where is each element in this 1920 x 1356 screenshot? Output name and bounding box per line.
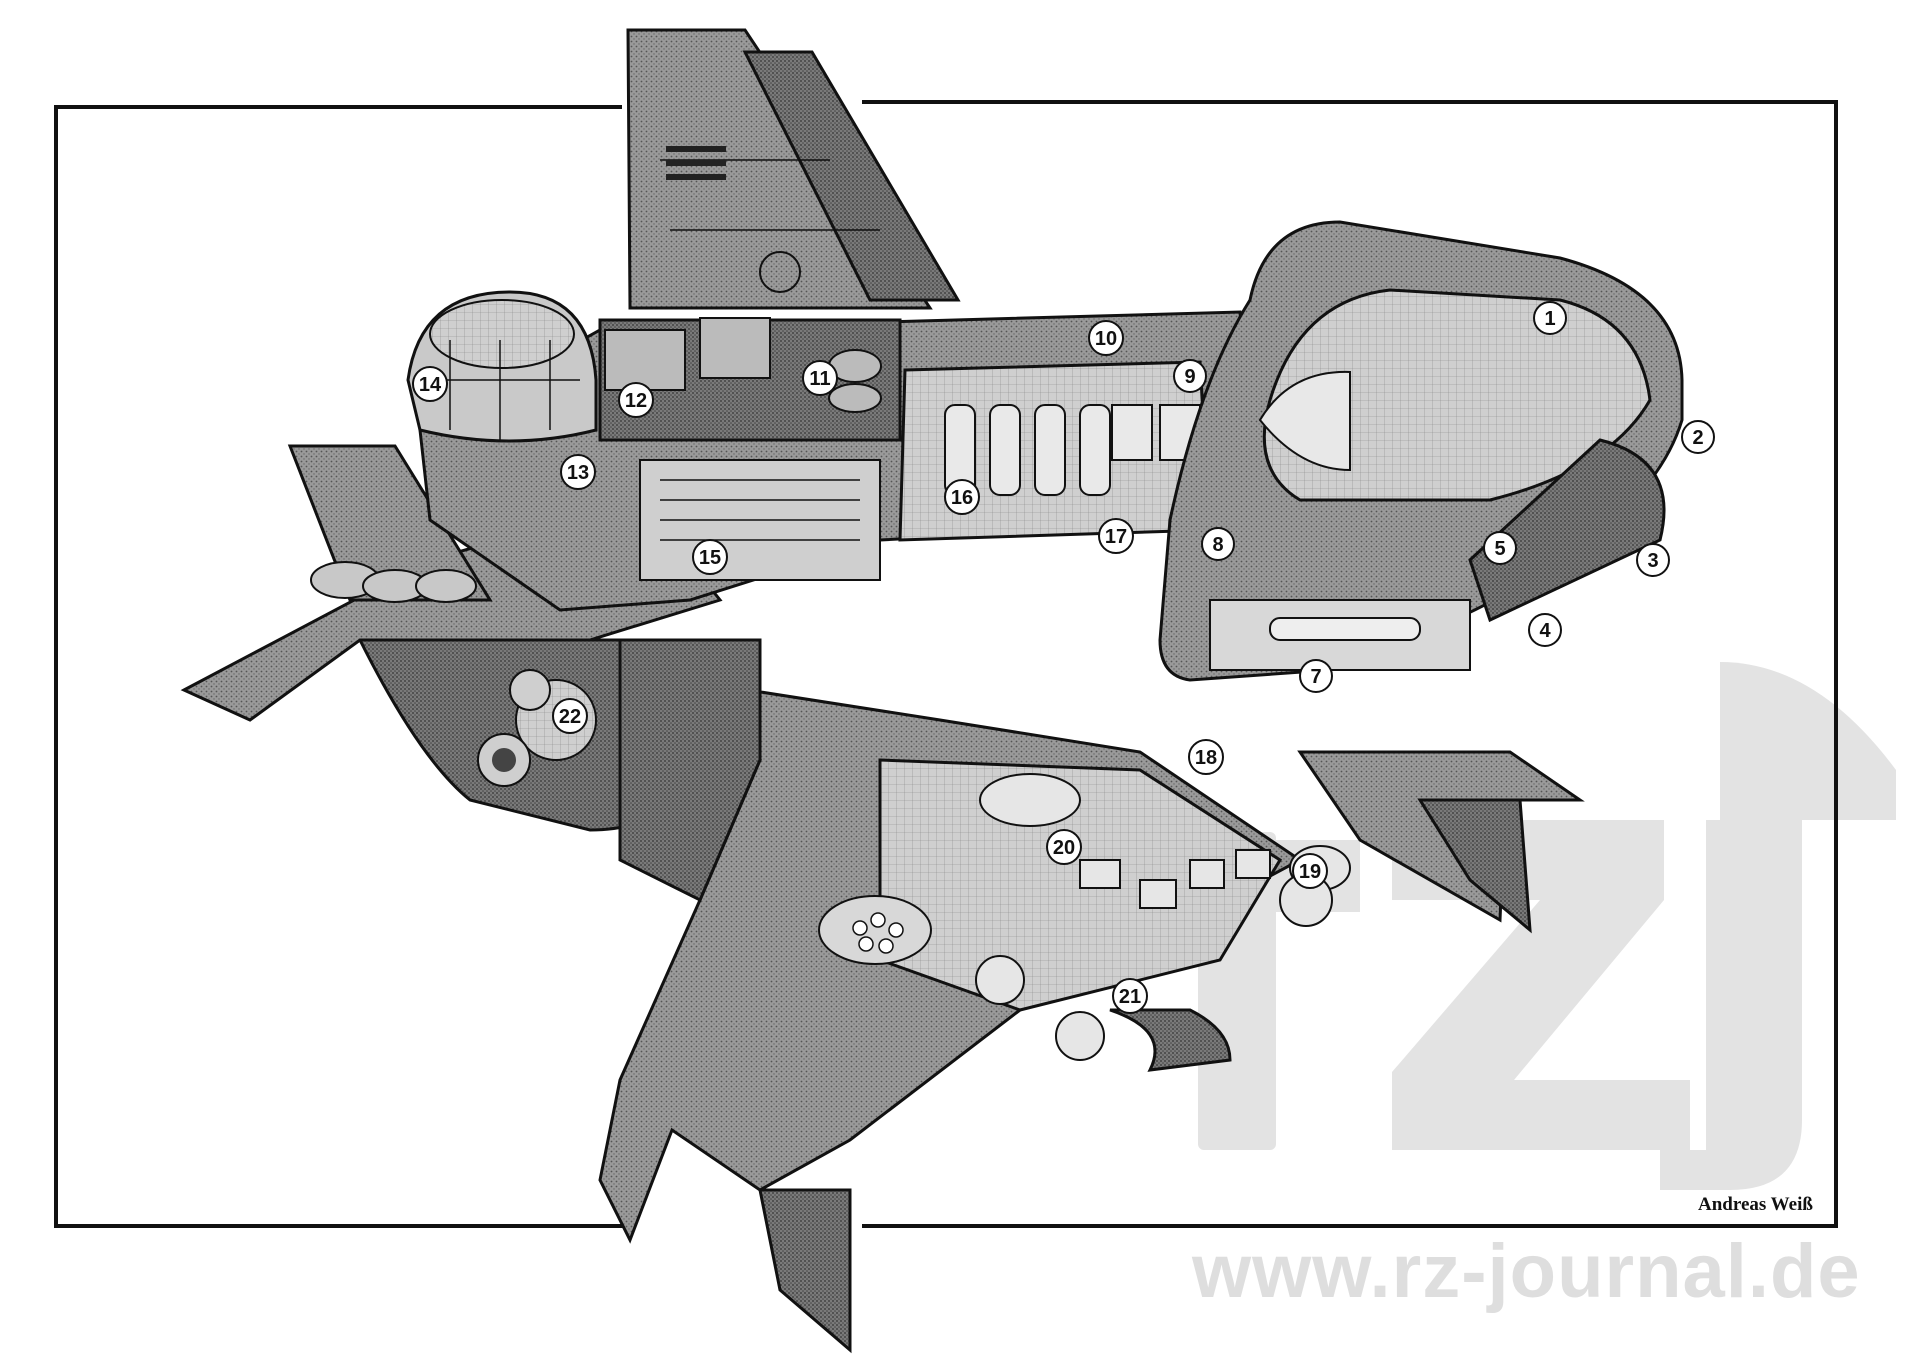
- callout-10-label: 10: [1095, 328, 1117, 350]
- callout-19: 19: [1292, 853, 1328, 889]
- callout-3: 3: [1636, 543, 1670, 577]
- callout-20-label: 20: [1053, 837, 1075, 859]
- callout-21-label: 21: [1119, 986, 1141, 1008]
- callout-5: 5: [1483, 531, 1517, 565]
- callout-8: 8: [1201, 527, 1235, 561]
- callout-1: 1: [1533, 301, 1567, 335]
- callout-22-label: 22: [559, 706, 581, 728]
- lower-right-fin: [1297, 750, 1585, 934]
- callout-2-label: 2: [1692, 427, 1703, 449]
- callout-7-label: 7: [1310, 666, 1321, 688]
- callout-11: 11: [802, 360, 838, 396]
- watermark-url: www.rz-journal.de: [1192, 1229, 1861, 1314]
- callout-1-label: 1: [1544, 308, 1555, 330]
- callout-2: 2: [1681, 420, 1715, 454]
- callout-17-label: 17: [1105, 526, 1127, 548]
- callout-4-label: 4: [1539, 620, 1551, 642]
- callout-13: 13: [560, 454, 596, 490]
- lower-main-wing: [598, 638, 1351, 1354]
- callout-12-label: 12: [625, 390, 647, 412]
- upper-dorsal-fins: [626, 28, 961, 310]
- callout-4: 4: [1528, 613, 1562, 647]
- callout-13-label: 13: [567, 462, 589, 484]
- callout-12: 12: [618, 382, 654, 418]
- cockpit-pod: [1158, 220, 1713, 682]
- callout-11-label: 11: [809, 368, 830, 390]
- callout-3-label: 3: [1647, 550, 1658, 572]
- callout-18: 18: [1188, 739, 1224, 775]
- callouts: 1 2 3 4 5 7 8 9: [412, 301, 1715, 1014]
- callout-14-label: 14: [419, 374, 442, 396]
- picture-frame: [54, 100, 1838, 1228]
- callout-10: 10: [1088, 320, 1124, 356]
- callout-18-label: 18: [1195, 747, 1217, 769]
- callout-22: 22: [552, 698, 588, 734]
- callout-14: 14: [412, 366, 448, 402]
- callout-7: 7: [1299, 659, 1333, 693]
- callout-15: 15: [692, 539, 728, 575]
- callout-21: 21: [1112, 978, 1148, 1014]
- callout-17: 17: [1098, 518, 1134, 554]
- callout-16: 16: [944, 479, 980, 515]
- artist-credit: Andreas Weiß: [1698, 1194, 1813, 1215]
- callout-15-label: 15: [699, 547, 721, 569]
- callout-19-label: 19: [1299, 861, 1321, 883]
- dome-turret: [406, 290, 598, 443]
- watermark-logo: [1198, 662, 1896, 1190]
- callout-9: 9: [1173, 359, 1207, 393]
- callout-9-label: 9: [1184, 366, 1195, 388]
- callout-5-label: 5: [1494, 538, 1505, 560]
- callout-20: 20: [1046, 829, 1082, 865]
- callout-8-label: 8: [1212, 534, 1223, 556]
- callout-16-label: 16: [951, 487, 973, 509]
